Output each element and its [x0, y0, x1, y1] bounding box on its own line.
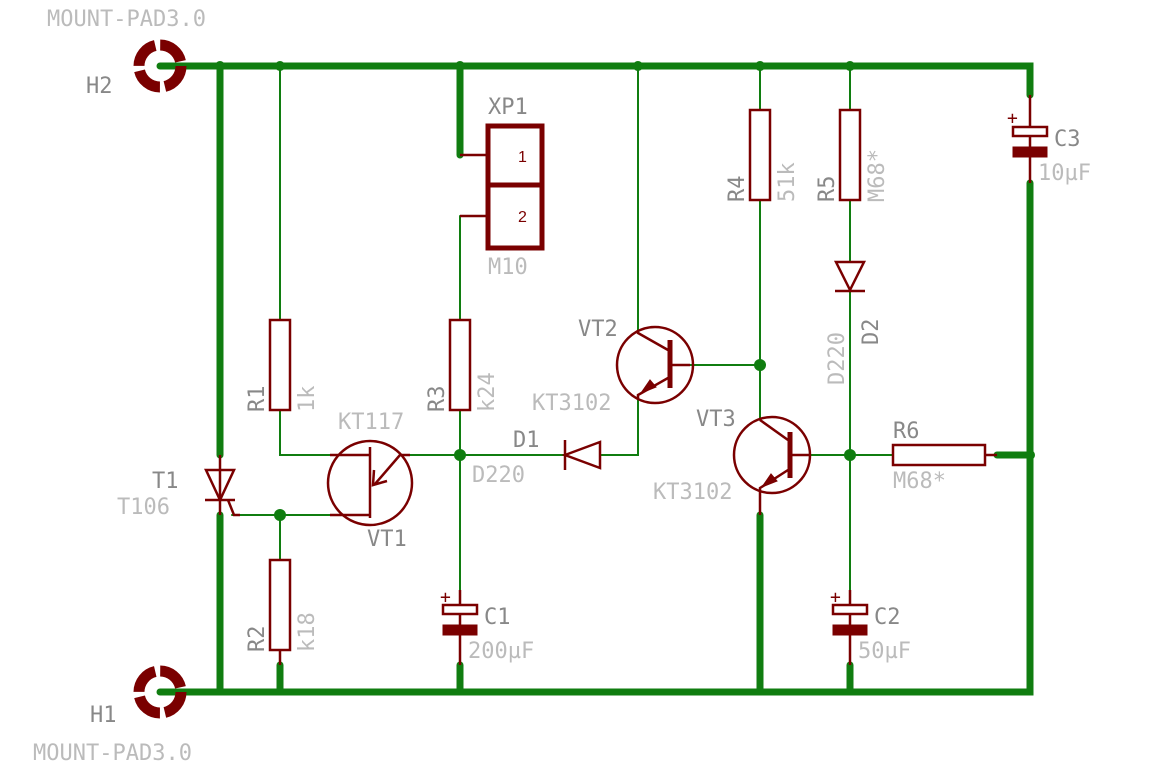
c3-value: 10µF [1038, 161, 1091, 186]
junctions [215, 61, 1035, 521]
r2-label: R2 [245, 626, 270, 653]
thyristor-t1[interactable]: T1 T106 [117, 455, 240, 520]
junction-dot [755, 61, 765, 71]
t1-label: T1 [152, 469, 179, 494]
r5-label: R5 [815, 176, 840, 203]
vt1-value: KT117 [338, 410, 404, 435]
h1-label: H1 [90, 703, 117, 728]
junction-dot [633, 61, 643, 71]
junction-dot [844, 449, 856, 461]
capacitor-c1[interactable]: + C1 200µF [440, 587, 534, 665]
junction-dot [454, 449, 466, 461]
mount-pad-h2[interactable]: MOUNT-PAD3.0 H2 [47, 7, 206, 99]
diode-d2[interactable]: D220 D2 [825, 260, 884, 385]
resistor-r3[interactable]: R3 k24 [425, 318, 500, 413]
vt2-label: VT2 [578, 317, 618, 342]
d2-value: D220 [825, 332, 850, 385]
c3-label: C3 [1054, 127, 1081, 152]
connector-xp1[interactable]: 1 2 XP1 M10 [460, 95, 545, 280]
transistor-vt2[interactable]: VT2 KT3102 [532, 317, 695, 416]
junction-dot [215, 61, 225, 71]
vt3-value: KT3102 [653, 480, 732, 505]
vt2-value: KT3102 [532, 391, 611, 416]
c3-plus: + [1007, 108, 1018, 129]
d1-value: D220 [472, 463, 525, 488]
junction-dot [274, 509, 286, 521]
t1-value: T106 [117, 495, 170, 520]
resistor-r4[interactable]: R4 51k [725, 108, 800, 203]
d1-label: D1 [513, 428, 540, 453]
capacitor-c2[interactable]: + C2 50µF [830, 587, 911, 665]
r2-value: k18 [295, 612, 320, 652]
capacitor-c3[interactable]: + C3 10µF [1007, 95, 1091, 186]
mount-pad-h1[interactable]: H1 MOUNT-PAD3.0 [33, 665, 192, 766]
pin-1: 1 [518, 149, 527, 166]
c1-value: 200µF [468, 639, 534, 664]
diode-d1[interactable]: D1 D220 [472, 428, 602, 488]
r6-value: M68* [893, 469, 946, 494]
junction-dot [1025, 450, 1035, 460]
r1-label: R1 [245, 386, 270, 413]
xp1-label: XP1 [488, 95, 528, 120]
pin-2: 2 [518, 209, 527, 226]
wires [156, 62, 1034, 696]
r3-label: R3 [425, 386, 450, 413]
c1-plus: + [440, 587, 451, 608]
junction-dot [754, 359, 766, 371]
junction-dot [845, 61, 855, 71]
r4-value: 51k [775, 162, 800, 202]
r5-value: M68* [865, 149, 890, 202]
junction-dot [275, 61, 285, 71]
junction-dot [455, 61, 465, 71]
h2-label: H2 [86, 74, 113, 99]
r1-value: 1k [295, 386, 320, 413]
vt3-label: VT3 [696, 407, 736, 432]
r3-value: k24 [475, 372, 500, 412]
c2-value: 50µF [858, 639, 911, 664]
h1-package: MOUNT-PAD3.0 [33, 741, 192, 766]
xp1-value: M10 [488, 255, 528, 280]
h2-package: MOUNT-PAD3.0 [47, 7, 206, 32]
r6-label: R6 [893, 419, 920, 444]
resistor-r2[interactable]: R2 k18 [245, 558, 320, 665]
vt1-label: VT1 [367, 527, 407, 552]
resistor-r6[interactable]: R6 M68* [891, 419, 997, 494]
r4-label: R4 [725, 176, 750, 203]
c2-plus: + [830, 587, 841, 608]
c2-label: C2 [874, 605, 901, 630]
resistor-r5[interactable]: R5 M68* [815, 108, 890, 203]
resistor-r1[interactable]: R1 1k [245, 318, 320, 413]
transistor-vt1[interactable]: KT117 VT1 [326, 410, 414, 552]
c1-label: C1 [484, 605, 511, 630]
transistor-vt3[interactable]: VT3 KT3102 [653, 407, 812, 515]
d2-label: D2 [859, 319, 884, 346]
